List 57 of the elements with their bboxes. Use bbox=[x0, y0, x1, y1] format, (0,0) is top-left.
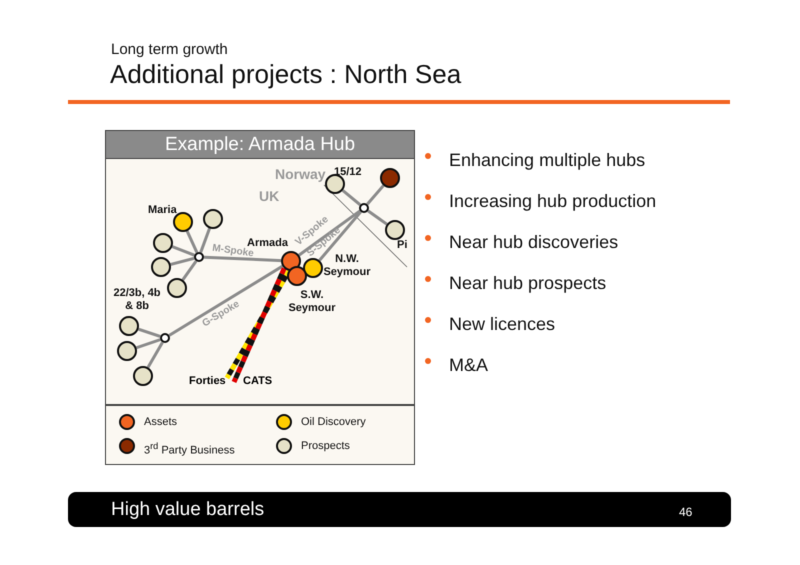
bullet-text: Increasing hub production bbox=[449, 190, 656, 212]
page-number: 46 bbox=[679, 505, 692, 519]
spoke-line bbox=[318, 210, 362, 262]
spoke-line bbox=[342, 189, 362, 206]
bullet-text: New licences bbox=[449, 313, 556, 335]
spoke-line bbox=[146, 342, 164, 368]
prospect-circle bbox=[119, 316, 139, 336]
prospect-circle bbox=[151, 257, 171, 277]
field-name: 15/12 bbox=[334, 166, 362, 179]
spoke-line bbox=[170, 256, 195, 266]
spoke-line bbox=[186, 230, 198, 254]
bullet-text: Enhancing multiple hubs bbox=[449, 149, 646, 171]
legend-text: Oil Discovery bbox=[301, 415, 366, 430]
field-name: Pi bbox=[397, 239, 408, 252]
prospect-circle bbox=[203, 209, 223, 229]
spoke-line bbox=[366, 184, 385, 206]
legend-text: Prospects bbox=[301, 439, 350, 454]
prospect-circle bbox=[117, 341, 137, 361]
pipeline bbox=[232, 267, 286, 383]
spoke-line bbox=[298, 210, 361, 256]
prospect-circle bbox=[385, 220, 405, 240]
subtitle: Long term growth bbox=[111, 41, 228, 58]
prospect-circle bbox=[167, 278, 187, 298]
discovery-circle bbox=[303, 258, 323, 278]
field-name: S.W. Seymour bbox=[287, 289, 337, 315]
spoke-line bbox=[199, 228, 211, 253]
spoke-line bbox=[172, 245, 195, 257]
asset-circle bbox=[287, 266, 307, 286]
legend-text: Assets bbox=[144, 415, 178, 430]
field-name: N.W. Seymour bbox=[323, 253, 372, 279]
map-panel bbox=[105, 130, 415, 465]
bullet-text: M&A bbox=[449, 354, 488, 376]
prospect-circle bbox=[133, 366, 153, 386]
pipeline-name: Forties bbox=[189, 373, 227, 389]
panel-heading: Example: Armada Hub bbox=[106, 131, 414, 159]
bullet-text: Near hub prospects bbox=[449, 272, 606, 294]
discovery-circle bbox=[173, 212, 193, 232]
spoke-line bbox=[136, 338, 161, 350]
field-name: Maria bbox=[148, 204, 177, 217]
spoke-line bbox=[204, 256, 282, 262]
prospect-circle bbox=[325, 174, 345, 194]
bullet-text: Near hub discoveries bbox=[449, 231, 618, 253]
region-name: UK bbox=[259, 188, 280, 204]
region-name: Norway bbox=[275, 166, 326, 182]
footer-text: High value barrels bbox=[111, 499, 264, 521]
spoke-line bbox=[138, 328, 161, 338]
slide-title: Additional projects : North Sea bbox=[110, 59, 462, 90]
field-name: 22/3b, 4b & 8b bbox=[113, 287, 161, 313]
spoke-line bbox=[367, 210, 388, 226]
spoke-line bbox=[182, 260, 198, 281]
prospect-circle bbox=[153, 233, 173, 253]
junction-circle bbox=[160, 333, 170, 343]
spoke-line bbox=[168, 264, 284, 337]
junction-circle bbox=[194, 252, 204, 262]
pipeline-name: CATS bbox=[234, 373, 274, 389]
legend-text: 3$^{rd}$ Party Business bbox=[144, 440, 235, 459]
third-party-circle bbox=[380, 168, 400, 188]
